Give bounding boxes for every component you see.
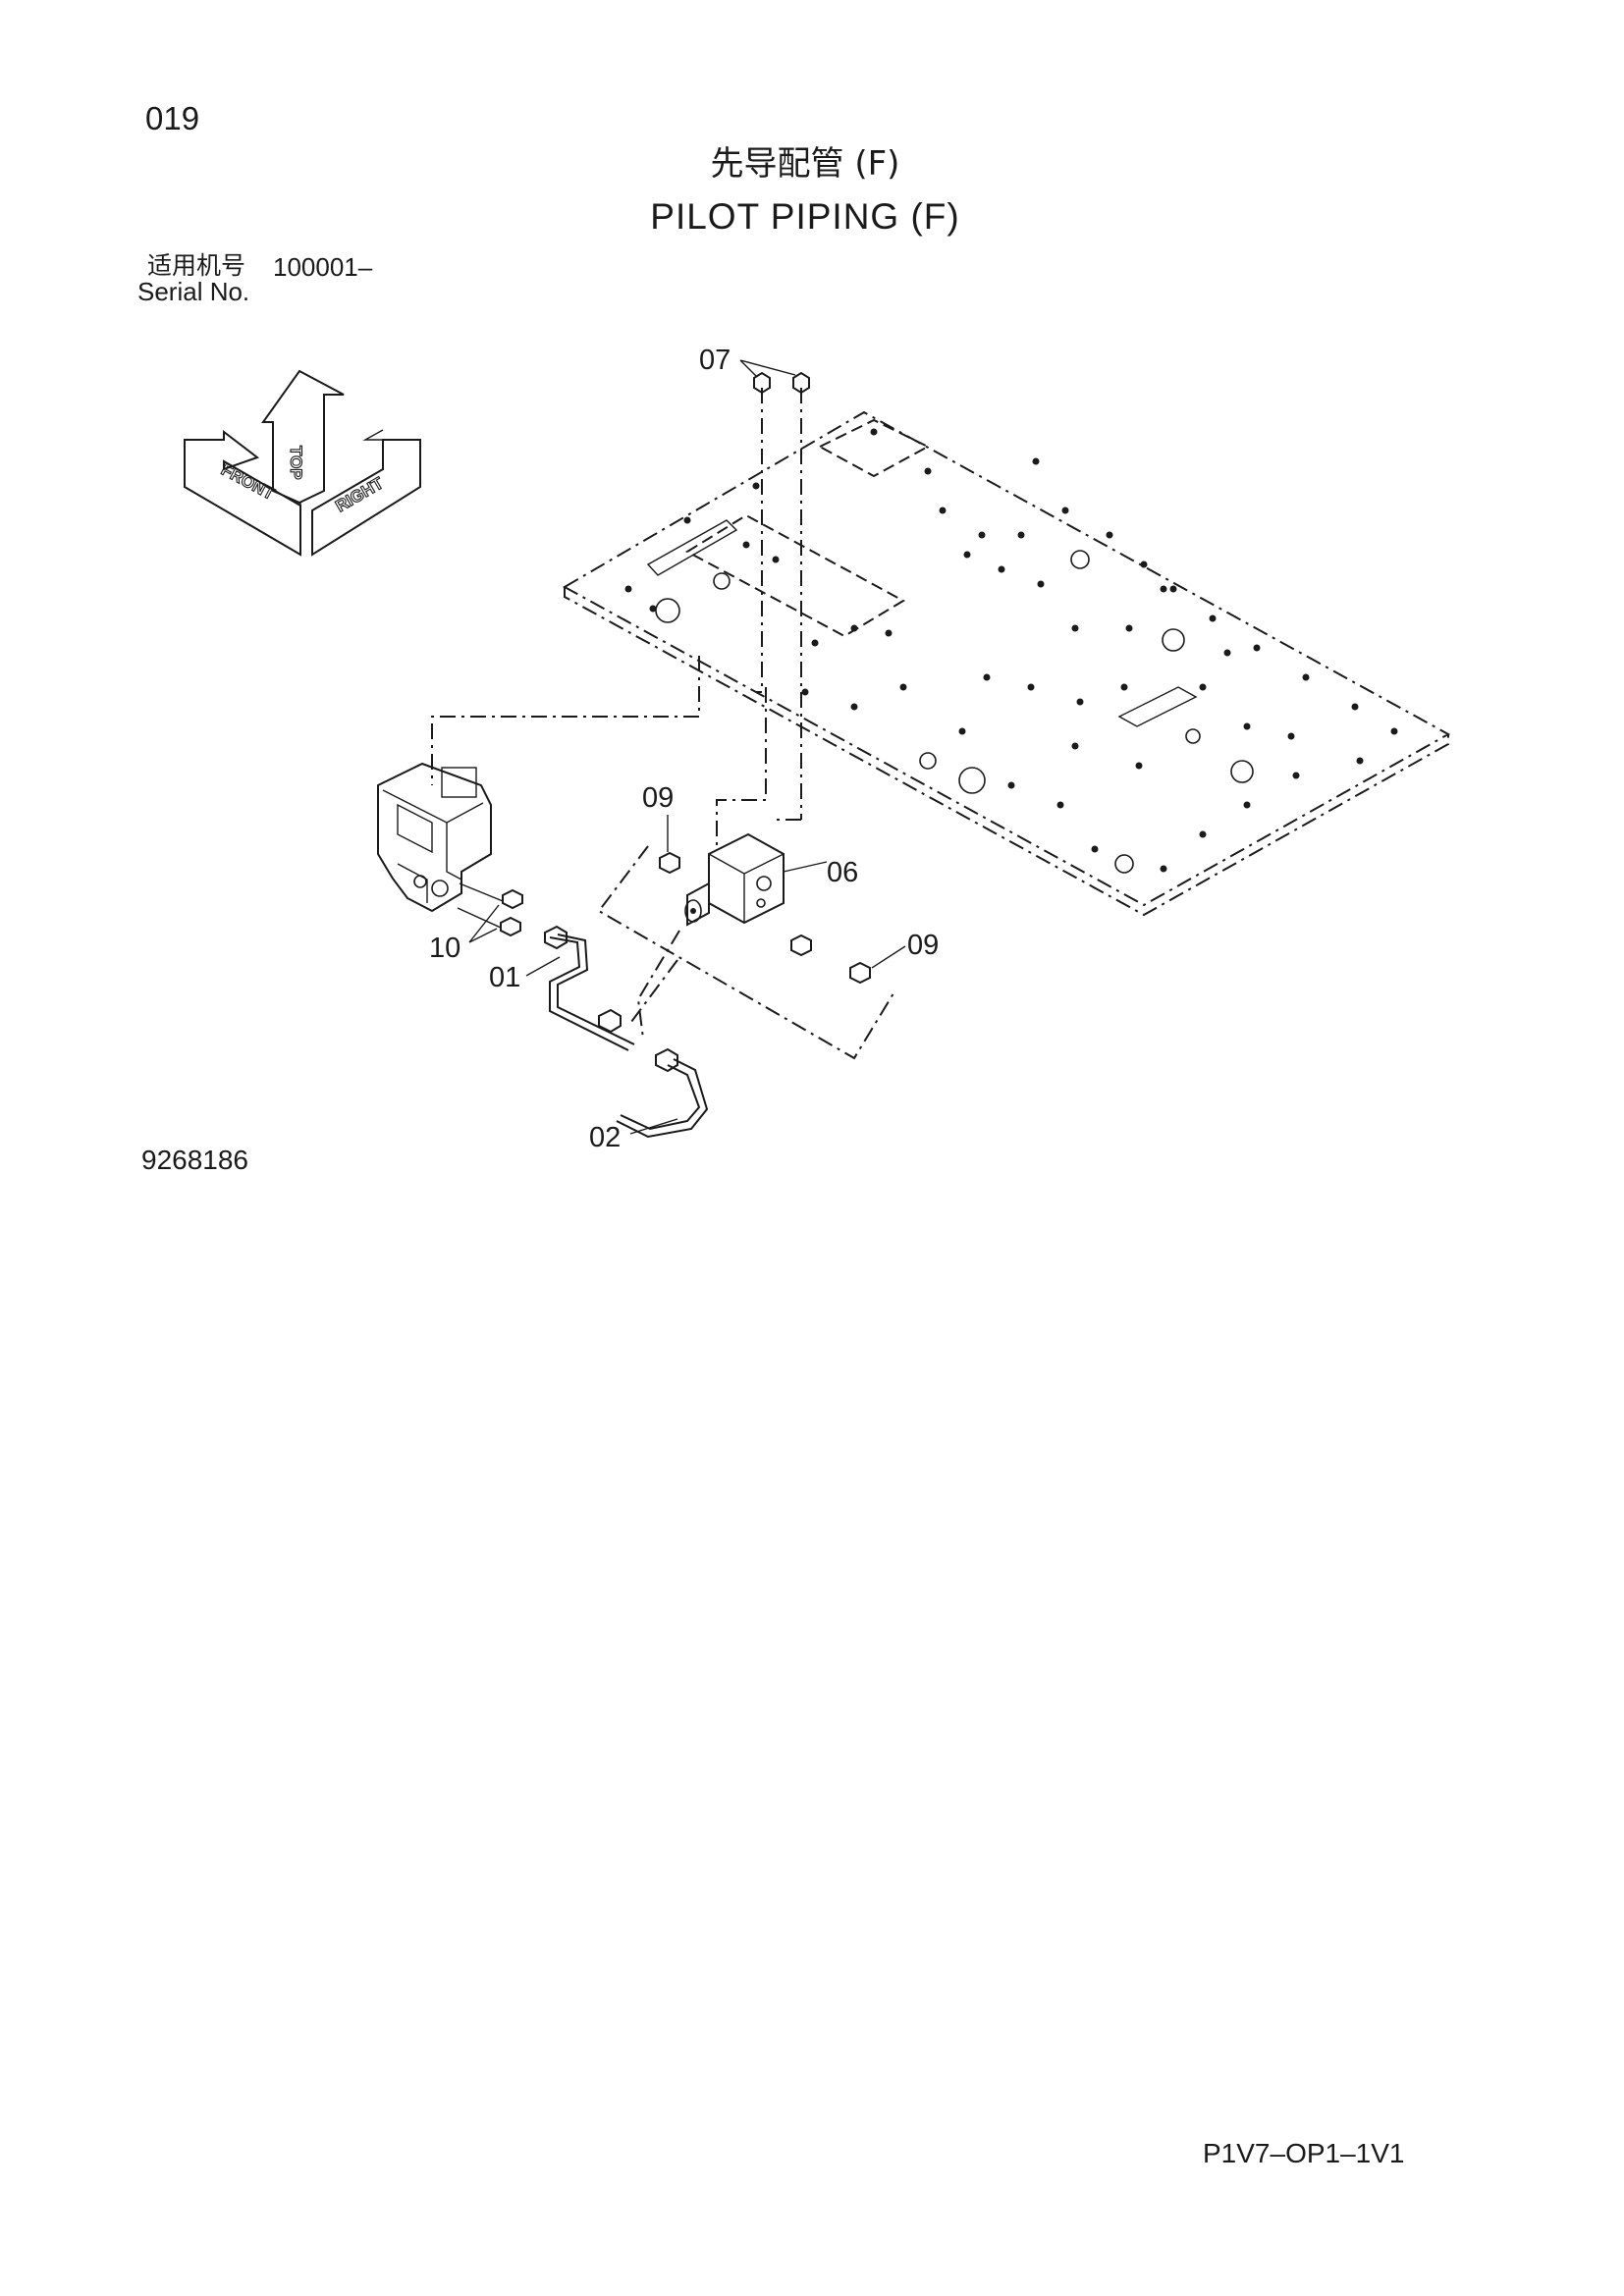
orientation-front-label: FRONT [218,460,278,505]
floor-plate [562,410,1451,917]
assembly-lines [431,388,894,1060]
pipe-01 [549,936,629,1051]
bolt-07-pair [753,371,810,395]
sheet-code: P1V7–OP1–1V1 [1203,2138,1405,2168]
pipe-assembly [544,925,709,1139]
pilot-valve-assembly [377,762,492,913]
callout-02: 02 [589,1122,621,1153]
front-arrow-icon [184,429,301,557]
serial-number-range: 100001– [273,252,373,282]
callout-01: 01 [489,962,520,993]
callout-09-upper: 09 [642,782,674,814]
fitting-icon [544,925,568,950]
fitting-icon [598,1008,622,1034]
fitting-icon [655,1047,678,1073]
fitting-icon [659,851,680,875]
fitting-icon [502,888,523,910]
fitting-icon [849,961,871,985]
title-english: PILOT PIPING (F) [650,196,960,237]
pipe-02 [620,1064,701,1131]
right-arrow-icon [311,439,421,557]
bolt-icon [792,371,810,395]
fittings-09 [659,851,871,985]
fittings-10 [457,882,523,937]
callout-06: 06 [827,857,858,888]
fitting-icon [790,934,812,957]
drawing-number: 9268186 [141,1145,249,1175]
serial-label-english: Serial No. [137,277,250,306]
top-arrow-icon [261,369,345,505]
orientation-indicator: FRONT TOP RIGHT [184,369,421,557]
callout-10: 10 [429,933,460,964]
bolt-icon [753,371,771,395]
title-chinese: 先导配管 (F) [710,144,900,184]
orientation-top-label: TOP [287,446,305,480]
callout-07: 07 [699,345,731,376]
valve-block-06 [684,832,785,927]
orientation-right-label: RIGHT [333,473,388,515]
page-number: 019 [145,100,200,136]
fitting-icon [500,916,521,937]
callout-09-right: 09 [907,930,939,961]
serial-label-chinese: 适用机号 [147,251,246,280]
